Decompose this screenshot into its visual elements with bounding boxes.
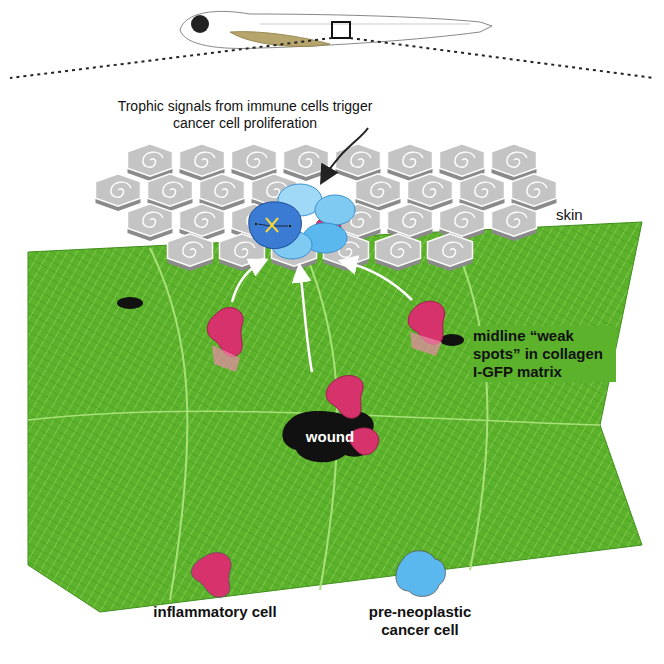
skin-label: skin bbox=[556, 206, 583, 224]
legend-swatch bbox=[184, 545, 246, 603]
migration-arrows bbox=[232, 262, 412, 372]
zebrafish-larva bbox=[10, 11, 654, 78]
legend-item: pre-neoplastic cancer cell bbox=[325, 545, 515, 639]
skin-cells bbox=[96, 144, 557, 271]
legend-swatch bbox=[389, 545, 451, 603]
midline-label: midline “weak spots” in collagen I-GFP m… bbox=[470, 326, 616, 382]
legend-text: pre-neoplastic cancer cell bbox=[360, 603, 480, 639]
legend-text: inflammatory cell bbox=[120, 603, 310, 621]
leader-arrow bbox=[324, 128, 368, 178]
wound-label: wound bbox=[306, 428, 354, 446]
inflammatory-cells bbox=[207, 211, 444, 455]
cancer-cell-cluster bbox=[249, 184, 355, 259]
annotation-text: Trophic signals from immune cells trigge… bbox=[95, 98, 395, 132]
collagen-matrix bbox=[28, 222, 642, 612]
legend-item: inflammatory cell bbox=[120, 545, 310, 621]
